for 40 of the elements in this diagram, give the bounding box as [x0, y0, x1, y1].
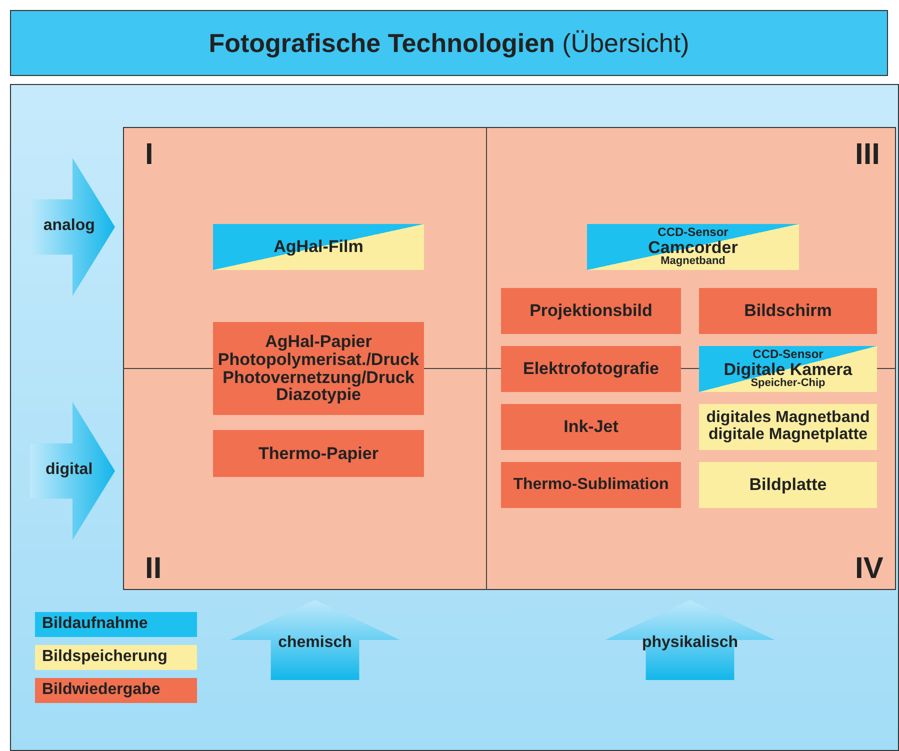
quadrant-numeral: I	[145, 138, 154, 172]
box-label: Diazotypie	[276, 386, 362, 404]
legend-label: Bildspeicherung	[42, 648, 168, 666]
box-label: Projektionsbild	[530, 302, 652, 320]
box-label: Magnetband	[660, 256, 726, 268]
category-box	[213, 322, 424, 415]
arrow-label: chemisch	[277, 634, 353, 652]
category-box	[699, 404, 877, 450]
arrow-label: analog	[42, 217, 96, 235]
category-box	[501, 462, 681, 508]
category-box	[699, 462, 877, 508]
category-box	[501, 288, 681, 334]
box-label: Ink-Jet	[564, 418, 618, 436]
category-box	[213, 430, 424, 477]
category-box	[699, 288, 877, 334]
box-label: Thermo-Sublimation	[513, 476, 669, 494]
legend-label: Bildaufnahme	[42, 615, 148, 633]
box-label: digitales Magnetband	[706, 410, 870, 427]
box-label: digitale Magnetplatte	[708, 427, 868, 444]
box-label: Speicher-Chip	[750, 378, 826, 390]
box-label: Thermo-Papier	[258, 444, 378, 462]
box-label: Photopolymerisat./Druck	[218, 350, 420, 368]
arrow-label: physikalisch	[640, 634, 740, 652]
box-label: CCD-Sensor	[658, 226, 728, 239]
box-label: Photovernetzung/Druck	[222, 368, 414, 386]
box-label: AgHal-Papier	[265, 332, 372, 351]
title: Fotografische Technologien (Übersicht)	[208, 28, 690, 58]
box-label: Bildschirm	[744, 302, 832, 320]
box-label: Digitale Kamera	[724, 360, 852, 378]
quadrant-numeral: III	[855, 138, 880, 172]
category-box	[501, 404, 681, 450]
quadrant-numeral: II	[145, 552, 162, 586]
box-label: CCD-Sensor	[752, 348, 824, 361]
box-label: Bildplatte	[749, 476, 827, 494]
category-box	[699, 346, 877, 392]
arrow-label: digital	[44, 461, 94, 479]
category-box	[501, 346, 681, 392]
legend-label: Bildwiedergabe	[42, 681, 160, 699]
quadrant-numeral: IV	[855, 552, 884, 586]
box-label: Elektrofotografie	[522, 360, 660, 378]
